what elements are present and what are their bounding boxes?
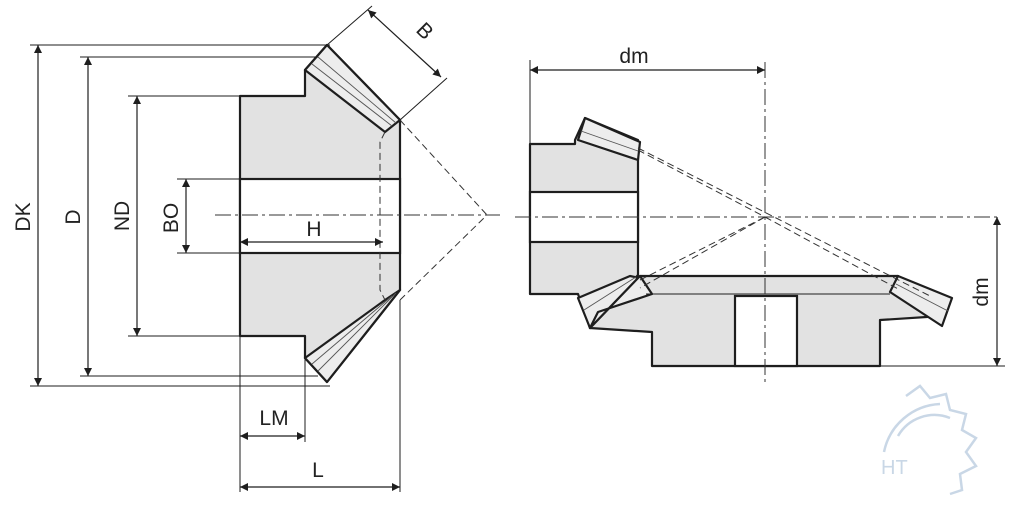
label-d: D (62, 209, 85, 224)
label-dm-top: dm (619, 45, 648, 68)
label-dk: DK (12, 202, 35, 231)
logo-text: HT (881, 457, 908, 479)
label-bo: BO (160, 203, 183, 233)
gear-section-view (215, 43, 500, 384)
pinion-tooth-top (576, 116, 642, 162)
label-l: L (312, 459, 324, 482)
labels-left: DK D ND BO H B LM L (12, 18, 438, 482)
label-h: H (306, 218, 321, 241)
ht-logo: HT (881, 384, 978, 496)
gear-mesh-view (515, 62, 1000, 385)
dimension-lines-left (34, 9, 442, 491)
label-dm-side: dm (970, 277, 993, 306)
dim-line-b (367, 9, 442, 78)
extension-lines-left (30, 5, 448, 492)
gear-large-bore (733, 294, 799, 368)
label-nd: ND (111, 201, 134, 231)
dimension-lines-right (529, 60, 1005, 367)
label-b: B (412, 18, 438, 44)
logo-gear-icon (905, 384, 978, 496)
label-lm: LM (259, 407, 288, 430)
labels-right: dm dm (619, 45, 993, 307)
